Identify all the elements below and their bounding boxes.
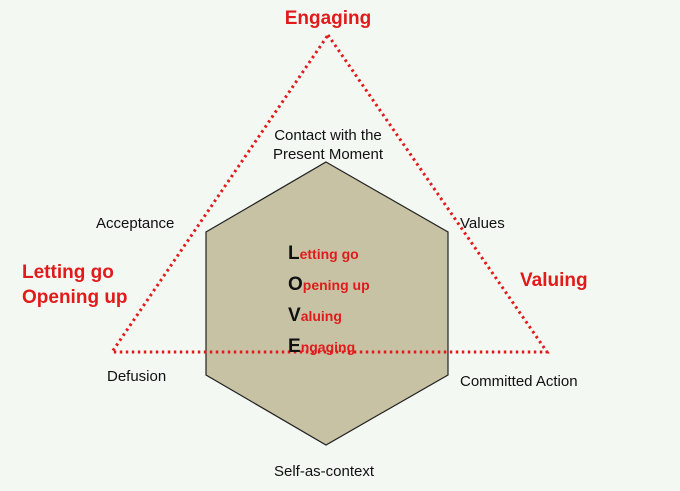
love-row: Valuing bbox=[288, 300, 370, 331]
love-word: ngaging bbox=[300, 339, 356, 355]
hexaflex-top-line-2: Present Moment bbox=[272, 146, 384, 163]
love-initial: L bbox=[288, 243, 300, 264]
hexaflex-defusion-label: Defusion bbox=[107, 368, 167, 385]
hexaflex-top-label: Contact with the Present Moment bbox=[246, 126, 410, 164]
dotted-triangle bbox=[109, 32, 550, 354]
triangle-left-line-2: Opening up bbox=[22, 287, 128, 308]
hexaflex-self-as-context-label: Self-as-context bbox=[274, 463, 375, 480]
triangle-top-label: Engaging bbox=[284, 8, 372, 29]
hexagon bbox=[205, 161, 449, 446]
love-word: pening up bbox=[302, 277, 370, 293]
love-row: Engaging bbox=[288, 331, 370, 362]
triangle-right-label: Valuing bbox=[520, 270, 588, 291]
love-row: Opening up bbox=[288, 269, 370, 300]
love-word: aluing bbox=[300, 308, 342, 324]
love-row: Letting go bbox=[288, 238, 370, 269]
love-initial: V bbox=[288, 305, 301, 326]
triangle-left-line-1: Letting go bbox=[22, 262, 114, 283]
hexaflex-values-label: Values bbox=[460, 215, 505, 232]
love-acronym: Letting go Opening up Valuing Engaging bbox=[288, 238, 370, 362]
love-initial: E bbox=[288, 336, 301, 357]
hexaflex-committed-action-label: Committed Action bbox=[460, 373, 578, 390]
triangle-left-label: Letting go Opening up bbox=[22, 260, 128, 310]
hexaflex-top-line-1: Contact with the bbox=[274, 127, 382, 144]
love-word: etting go bbox=[299, 246, 359, 262]
hexaflex-acceptance-label: Acceptance bbox=[96, 215, 175, 232]
love-initial: O bbox=[288, 274, 303, 295]
